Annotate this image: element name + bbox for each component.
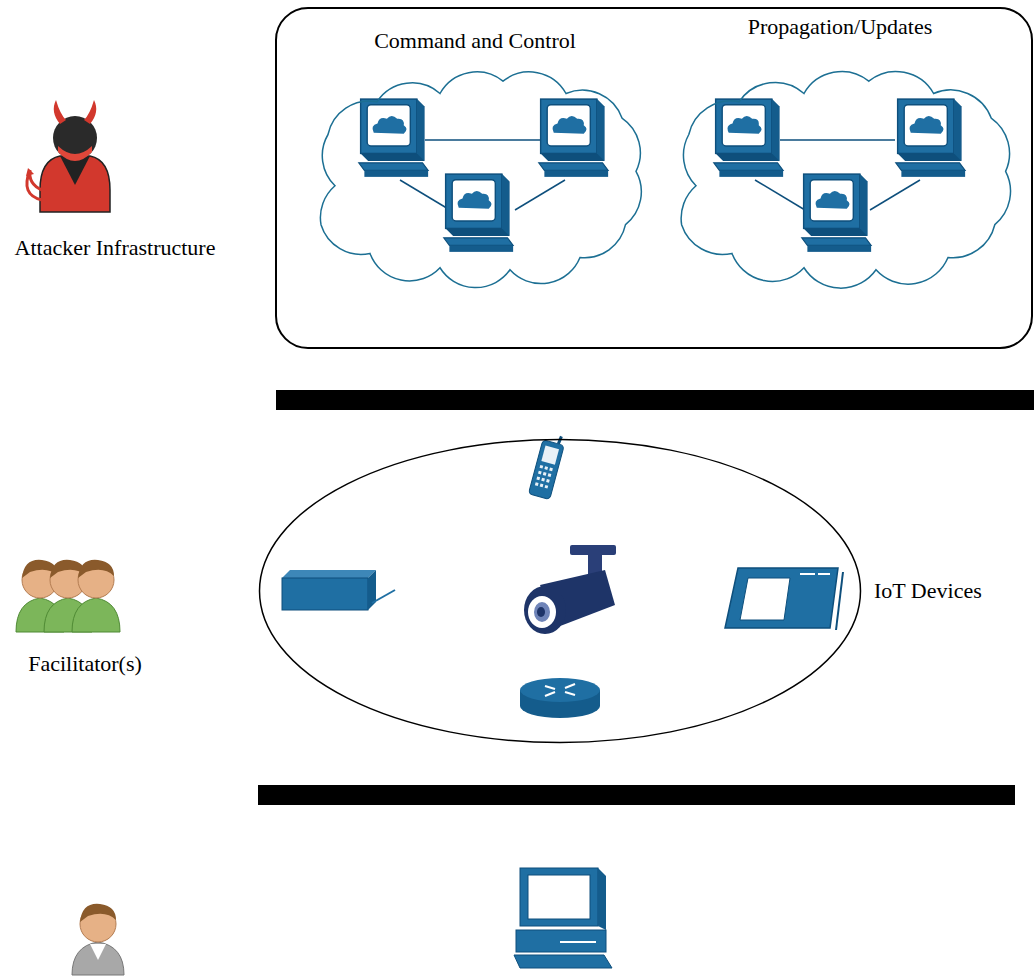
router-icon: [520, 678, 600, 718]
sensor-box-icon: [282, 570, 395, 610]
camera-icon: [524, 545, 616, 634]
server-icon: [896, 99, 965, 177]
desktop-computer-icon: [514, 868, 612, 968]
device-ellipse: IoT Devices: [258, 438, 1034, 744]
user-icon: [72, 904, 124, 975]
server-icon: [359, 99, 428, 177]
cloud-outline: [681, 72, 1010, 289]
server-icon: [802, 174, 871, 252]
separator-bar: [258, 785, 1015, 805]
node-outline: [300, 28, 650, 278]
cloud-region: Propagation/Updates: [660, 14, 1020, 278]
facilitator-icon: [16, 560, 120, 632]
cloud-region: Command and Control: [300, 28, 650, 278]
attacker-icon: [26, 100, 110, 212]
node-outline: [660, 14, 1020, 278]
node-outline: [258, 438, 862, 744]
separator-bar: [276, 390, 1034, 410]
server-icon: [539, 99, 608, 177]
node-heading: Propagation/Updates: [660, 14, 1020, 39]
phone-icon: [528, 432, 566, 500]
tablet-icon: [725, 568, 843, 630]
ellipse-outline: [260, 440, 861, 743]
server-icon: [444, 174, 513, 252]
cloud-outline: [320, 72, 641, 288]
actor-label: Facilitator(s): [0, 650, 170, 679]
node-heading: IoT Devices: [874, 578, 982, 603]
node-heading: Command and Control: [300, 28, 650, 53]
actor-label: Attacker Infrastructure: [10, 234, 220, 263]
server-icon: [714, 99, 783, 177]
infrastructure-panel: [276, 8, 1032, 348]
